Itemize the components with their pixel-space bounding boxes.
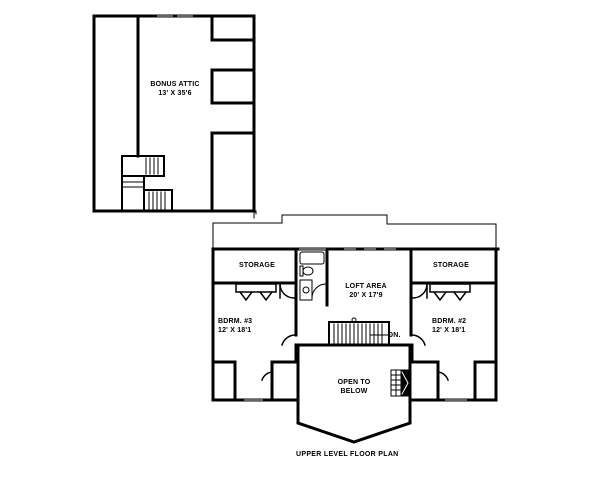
main-stairs xyxy=(328,317,391,346)
stair-down-label: DN. xyxy=(388,331,401,340)
roof-outline xyxy=(212,210,497,313)
room-name: STORAGE xyxy=(433,262,469,269)
plan-title: UPPER LEVEL FLOOR PLAN xyxy=(296,451,399,458)
bedroom-2-label: BDRM. #2 12' X 18'1 xyxy=(432,317,488,335)
bedroom-3-label: BDRM. #3 12' X 18'1 xyxy=(218,317,274,335)
chimney-grid xyxy=(390,369,410,397)
loft-area-label: LOFT AREA 20' X 17'9 xyxy=(330,282,402,300)
room-name: BDRM. #3 xyxy=(218,318,253,325)
room-name: BONUS ATTIC xyxy=(150,81,200,88)
room-name: LOFT AREA xyxy=(345,283,387,290)
open-to-below-label: OPEN TO BELOW xyxy=(322,378,386,396)
storage-left-label: STORAGE xyxy=(222,261,292,270)
interior-walls xyxy=(211,247,498,402)
bathroom-fixtures xyxy=(299,251,327,301)
room-name: BDRM. #2 xyxy=(432,318,467,325)
attic-stairs xyxy=(121,155,173,212)
storage-right-label: STORAGE xyxy=(416,261,486,270)
room-size: 12' X 18'1 xyxy=(218,327,252,334)
room-name: STORAGE xyxy=(239,262,275,269)
bonus-attic-walls xyxy=(92,14,256,213)
windows xyxy=(244,248,467,401)
open-line2: BELOW xyxy=(340,388,368,395)
open-line1: OPEN TO xyxy=(337,379,371,386)
dn-text: DN. xyxy=(388,332,401,339)
room-size: 20' X 17'9 xyxy=(349,292,383,299)
room-size: 12' X 18'1 xyxy=(432,327,466,334)
bonus-attic-label: BONUS ATTIC 13' X 35'6 xyxy=(142,80,208,98)
room-size: 13' X 35'6 xyxy=(158,90,192,97)
closets xyxy=(235,283,471,381)
